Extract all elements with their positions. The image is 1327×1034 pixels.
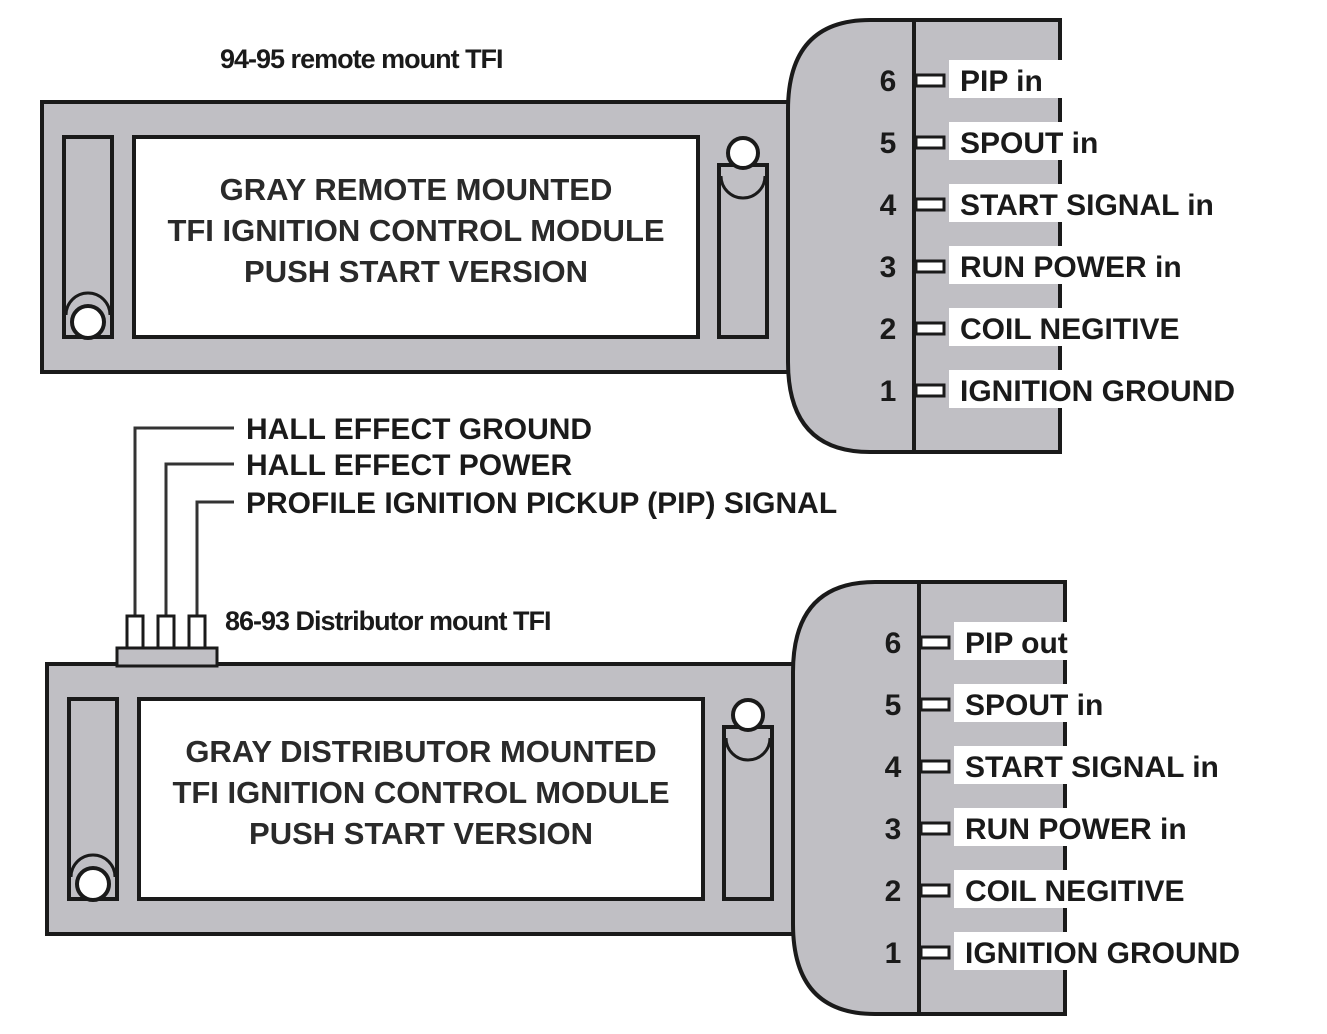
pin-label: START SIGNAL in [960,189,1214,222]
pin-label-background [949,184,1249,222]
slot-arc [64,291,112,316]
pin-row: 4 START SIGNAL in [880,184,1249,222]
hall-connector-base [115,646,219,668]
mounting-hole-right [726,136,760,170]
pin-label: PIP in [960,65,1043,98]
hall-wire [164,462,234,615]
hall-wire-label: PROFILE IGNITION PICKUP (PIP) SIGNAL [246,487,837,520]
pin-label: COIL NEGITIVE [960,313,1179,346]
pin-row: 3 RUN POWER in [885,808,1216,846]
pin-terminal [914,259,946,274]
pin-number: 3 [885,813,902,846]
pin-terminal [919,697,951,712]
slot-arc [719,175,767,200]
module-label-box [132,135,700,339]
mounting-slot-right [722,725,774,901]
pin-row: 2 COIL NEGITIVE [885,870,1212,908]
pin-label-background [954,870,1212,908]
pin-number: 5 [885,689,902,722]
module-label-line: GRAY REMOTE MOUNTED [220,172,613,207]
module-label-line: PUSH START VERSION [244,254,588,289]
pin-label-background [954,746,1254,784]
pin-terminal [919,635,951,650]
pin-number: 1 [880,375,897,408]
pin-row: 1 IGNITION GROUND [880,370,1264,408]
pin-label-background [949,60,1099,98]
hall-pin [125,614,145,650]
pin-row: 4 START SIGNAL in [885,746,1254,784]
hall-wire [195,500,234,615]
mounting-hole-left [75,866,111,902]
pin-label-background [954,932,1269,970]
pin-label: RUN POWER in [960,251,1182,284]
pin-number: 1 [885,937,902,970]
module-title: 94-95 remote mount TFI [220,44,503,74]
pin-terminal [919,883,951,898]
pin-terminal [914,197,946,212]
pin-row: 1 IGNITION GROUND [885,932,1269,970]
hall-pin [156,614,176,650]
mounting-hole-left [70,304,106,340]
hall-pin [187,614,207,650]
pin-number: 4 [880,189,897,222]
pin-label: SPOUT in [965,689,1103,722]
hall-wire [133,426,234,615]
mounting-slot-right [717,163,769,339]
pin-number: 2 [885,875,902,908]
pin-terminal [914,321,946,336]
module-label-box [137,697,705,901]
pin-number: 6 [885,627,902,660]
pin-label-background [954,808,1216,846]
module-label-line: GRAY DISTRIBUTOR MOUNTED [185,734,656,769]
pin-number: 6 [880,65,897,98]
mounting-hole-right [731,698,765,732]
pin-label: IGNITION GROUND [965,937,1240,970]
pin-number: 4 [885,751,902,784]
pin-number: 2 [880,313,897,346]
pin-label: RUN POWER in [965,813,1187,846]
module-label-line: TFI IGNITION CONTROL MODULE [167,213,664,248]
pin-label: PIP out [965,627,1068,660]
hall-wire-label: HALL EFFECT GROUND [246,413,592,446]
pin-terminal [914,383,946,398]
pin-label-background [949,246,1211,284]
pin-label: SPOUT in [960,127,1098,160]
pin-label-background [954,684,1114,722]
pin-terminal [914,135,946,150]
ignition-module-2: 86-93 Distributor mount TFI GRAY DISTRIBU… [45,580,1269,1016]
pin-label-background [954,622,1104,660]
pin-number: 3 [880,251,897,284]
module-label-line: TFI IGNITION CONTROL MODULE [172,775,669,810]
slot-arc [724,737,772,762]
pin-terminal [919,759,951,774]
pin-row: 3 RUN POWER in [880,246,1211,284]
pin-label-background [949,122,1109,160]
pin-terminal [914,73,946,88]
pin-label: START SIGNAL in [965,751,1219,784]
pin-row: 6 PIP in [880,60,1099,98]
pin-number: 5 [880,127,897,160]
module-label-line: PUSH START VERSION [249,816,593,851]
pin-label-background [949,370,1264,408]
ignition-module-1: 94-95 remote mount TFI GRAY REMOTE MOUNTE… [40,18,1264,454]
pin-terminal [919,821,951,836]
slot-arc [69,853,117,878]
pin-row: 5 SPOUT in [880,122,1109,160]
pin-label: IGNITION GROUND [960,375,1235,408]
hall-wire-label: HALL EFFECT POWER [246,449,572,482]
pin-terminal [919,945,951,960]
pin-row: 5 SPOUT in [885,684,1114,722]
module-title: 86-93 Distributor mount TFI [225,606,551,636]
pin-label: COIL NEGITIVE [965,875,1184,908]
pin-row: 6 PIP out [885,622,1104,660]
pin-label-background [949,308,1207,346]
pin-row: 2 COIL NEGITIVE [880,308,1207,346]
